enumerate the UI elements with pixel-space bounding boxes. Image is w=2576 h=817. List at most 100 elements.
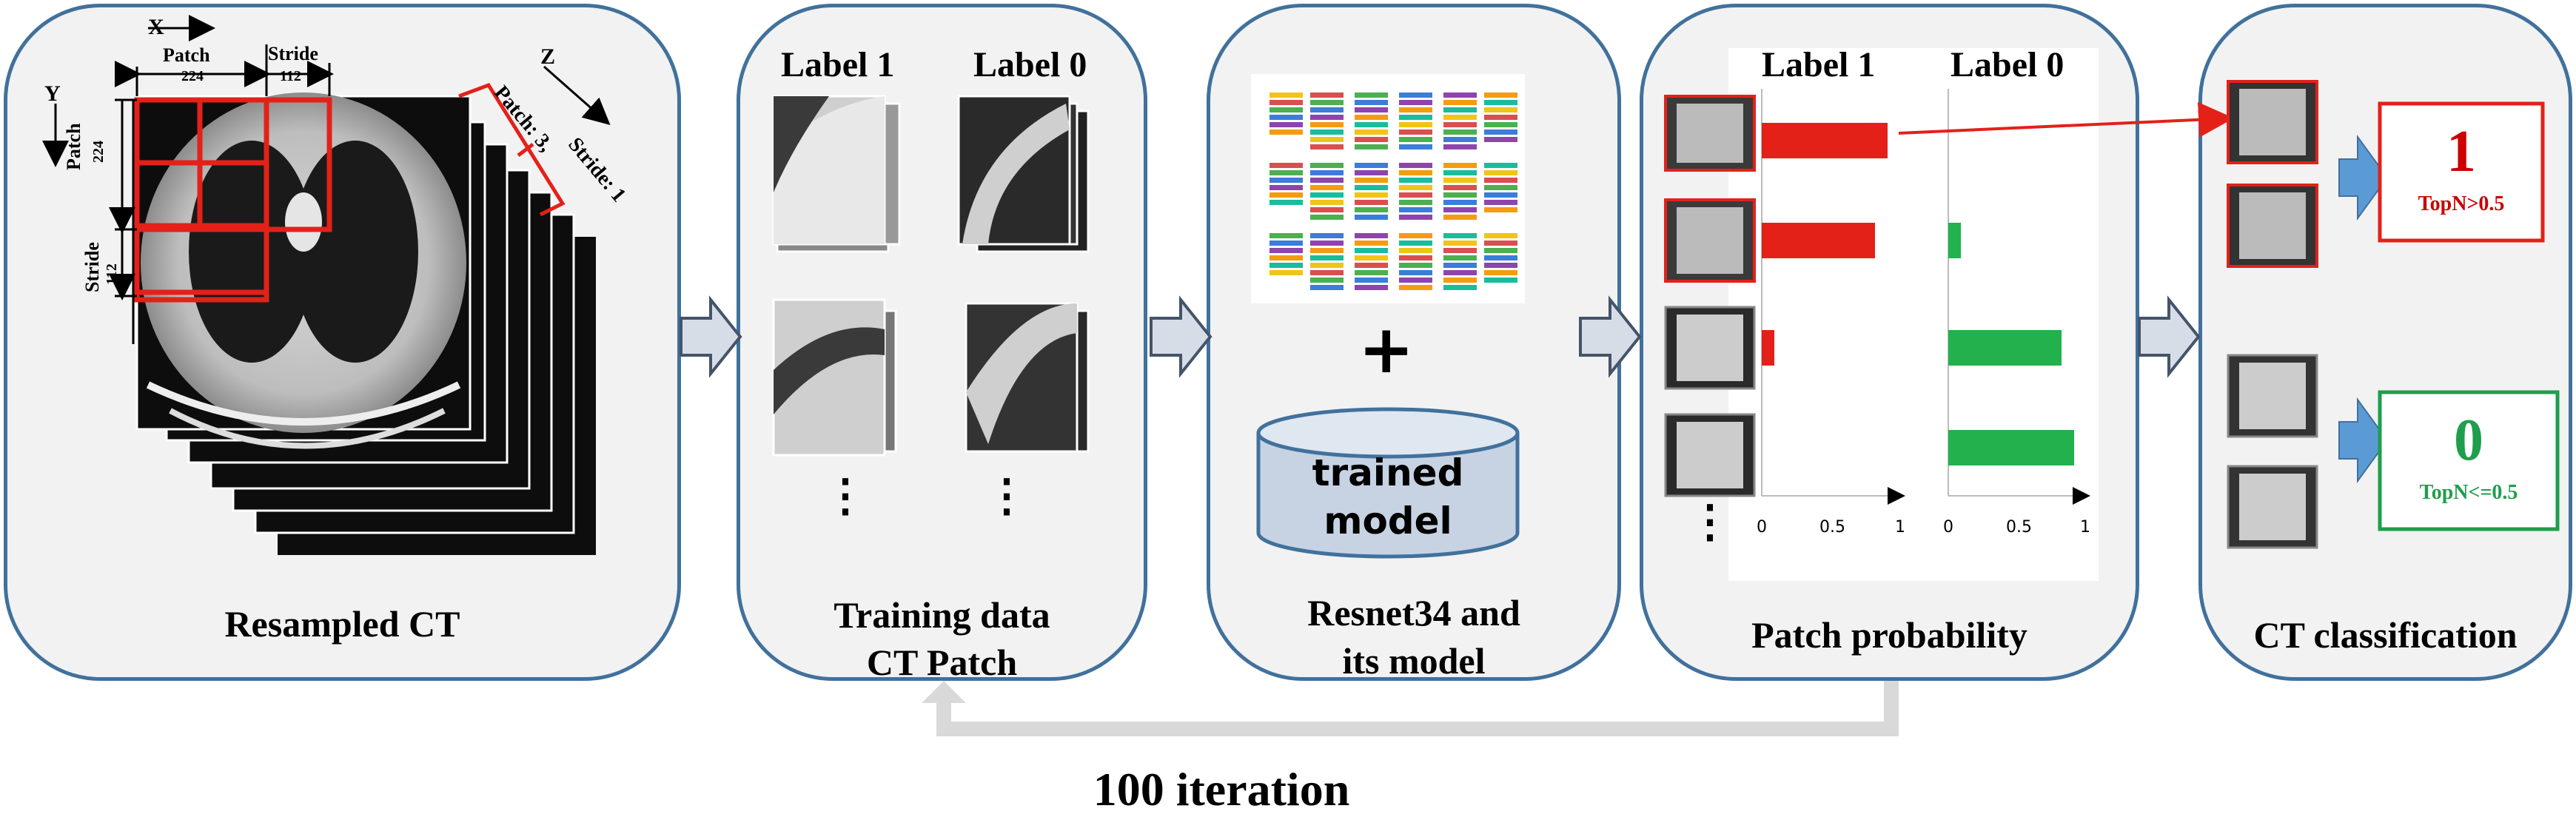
network-layer-block xyxy=(1484,248,1517,253)
network-layer-block xyxy=(1484,178,1517,183)
dimension-lines xyxy=(42,15,611,300)
network-layer-block xyxy=(1443,115,1477,120)
network-layer-block xyxy=(1399,207,1432,212)
network-layer-block xyxy=(1269,255,1303,260)
label-0-header: Label 0 xyxy=(973,45,1087,84)
result-box-positive xyxy=(2378,101,2545,243)
network-layer-block xyxy=(1484,185,1517,190)
network-layer-block xyxy=(1269,263,1303,268)
network-layer-block xyxy=(1443,144,1477,149)
tick-label: 1 xyxy=(1895,518,1905,537)
network-layer-block xyxy=(1310,215,1344,220)
process-arrows xyxy=(680,295,2201,378)
network-layer-block xyxy=(1355,93,1388,98)
network-layer-block xyxy=(1310,270,1344,275)
network-layer-block xyxy=(1269,130,1303,135)
network-layer-block xyxy=(1310,185,1344,190)
bar-label0-2 xyxy=(1948,223,1961,258)
network-layer-block xyxy=(1269,115,1303,120)
network-layer-block xyxy=(1399,122,1432,127)
network-layer-block xyxy=(1443,93,1477,98)
network-layer-block xyxy=(1484,233,1517,238)
network-layer-block xyxy=(1484,115,1517,120)
ellipsis-vertical-icon: ⋮ xyxy=(823,471,868,520)
network-layer-block xyxy=(1443,248,1477,253)
network-layer-block xyxy=(1310,178,1344,183)
network-layer-block xyxy=(1310,170,1344,175)
network-layer-block xyxy=(1269,170,1303,175)
network-layer-block xyxy=(1355,170,1388,175)
chart-label-1: Label 1 xyxy=(1762,45,1876,84)
bar-label0-4 xyxy=(1948,430,2074,465)
network-layer-block xyxy=(1310,278,1344,283)
patch-vertical-size: 224 xyxy=(90,141,107,163)
network-layer-block xyxy=(1484,207,1517,212)
network-layer-block xyxy=(1269,270,1303,275)
network-layer-block xyxy=(1269,248,1303,253)
network-layer-block xyxy=(1484,163,1517,168)
plus-icon: + xyxy=(1358,311,1415,389)
network-layer-block xyxy=(1443,130,1477,135)
network-layer-block xyxy=(1484,241,1517,246)
network-layer-block xyxy=(1310,130,1344,135)
network-layer-block xyxy=(1355,163,1388,168)
network-layer-block xyxy=(1484,122,1517,127)
result-positive-rule: TopN>0.5 xyxy=(2418,192,2505,215)
network-layer-block xyxy=(1355,107,1388,112)
y-axis-label: Y xyxy=(44,81,61,106)
network-layer-block xyxy=(1443,215,1477,220)
resnet34-architecture xyxy=(1251,74,1525,303)
network-layer-block xyxy=(1355,122,1388,127)
network-layer-block xyxy=(1269,241,1303,246)
stride-vertical-label: Stride xyxy=(81,242,103,292)
network-layer-block xyxy=(1399,285,1432,290)
network-layer-block xyxy=(1355,207,1388,212)
network-layer-block xyxy=(1310,207,1344,212)
network-layer-block xyxy=(1355,130,1388,135)
network-layer-block xyxy=(1443,285,1477,290)
network-layer-block xyxy=(1269,200,1303,205)
iteration-label: 100 iteration xyxy=(1093,763,1350,816)
network-layer-block xyxy=(1399,185,1432,190)
network-layer-block xyxy=(1484,263,1517,268)
network-layer-block xyxy=(1399,130,1432,135)
db-label-line2: model xyxy=(1324,500,1452,542)
network-layer-block xyxy=(1310,144,1344,149)
network-layer-block xyxy=(1443,178,1477,183)
network-layer-block xyxy=(1484,192,1517,198)
network-layer-block xyxy=(1399,137,1432,142)
panel-title: Patch probability xyxy=(1751,614,2027,656)
z-brackets xyxy=(458,82,566,217)
patch-vertical-label: Patch xyxy=(63,123,84,170)
panel-title-line2: CT Patch xyxy=(866,642,1018,683)
blue-arrows xyxy=(2338,134,2389,484)
network-layer-block xyxy=(1399,144,1432,149)
network-layer-block xyxy=(1443,100,1477,105)
network-layer-block xyxy=(1484,93,1517,98)
bar-label1-3 xyxy=(1762,330,1774,366)
network-layer-block xyxy=(1399,163,1432,168)
network-layer-block xyxy=(1484,137,1517,142)
network-layer-block xyxy=(1355,137,1388,142)
network-layer-block xyxy=(1399,192,1432,198)
classified-thumbnails xyxy=(2227,80,2318,549)
network-layer-block xyxy=(1443,278,1477,283)
network-layer-block xyxy=(1399,270,1432,275)
network-layer-block xyxy=(1484,200,1517,205)
result-box-negative xyxy=(2378,390,2560,531)
network-layer-block xyxy=(1355,270,1388,275)
network-layer-block xyxy=(1355,192,1388,198)
network-layer-block xyxy=(1399,215,1432,220)
network-layer-block xyxy=(1399,278,1432,283)
network-layer-block xyxy=(1355,100,1388,105)
network-layer-block xyxy=(1355,241,1388,246)
result-negative-value: 0 xyxy=(2454,408,2483,473)
panel-title-line1: Training data xyxy=(833,594,1050,636)
network-layer-block xyxy=(1269,178,1303,183)
network-layer-block xyxy=(1310,248,1344,253)
network-layer-block xyxy=(1355,278,1388,283)
network-layer-block xyxy=(1310,93,1344,98)
stride-size: 112 xyxy=(280,68,301,84)
training-patches xyxy=(772,95,1090,457)
